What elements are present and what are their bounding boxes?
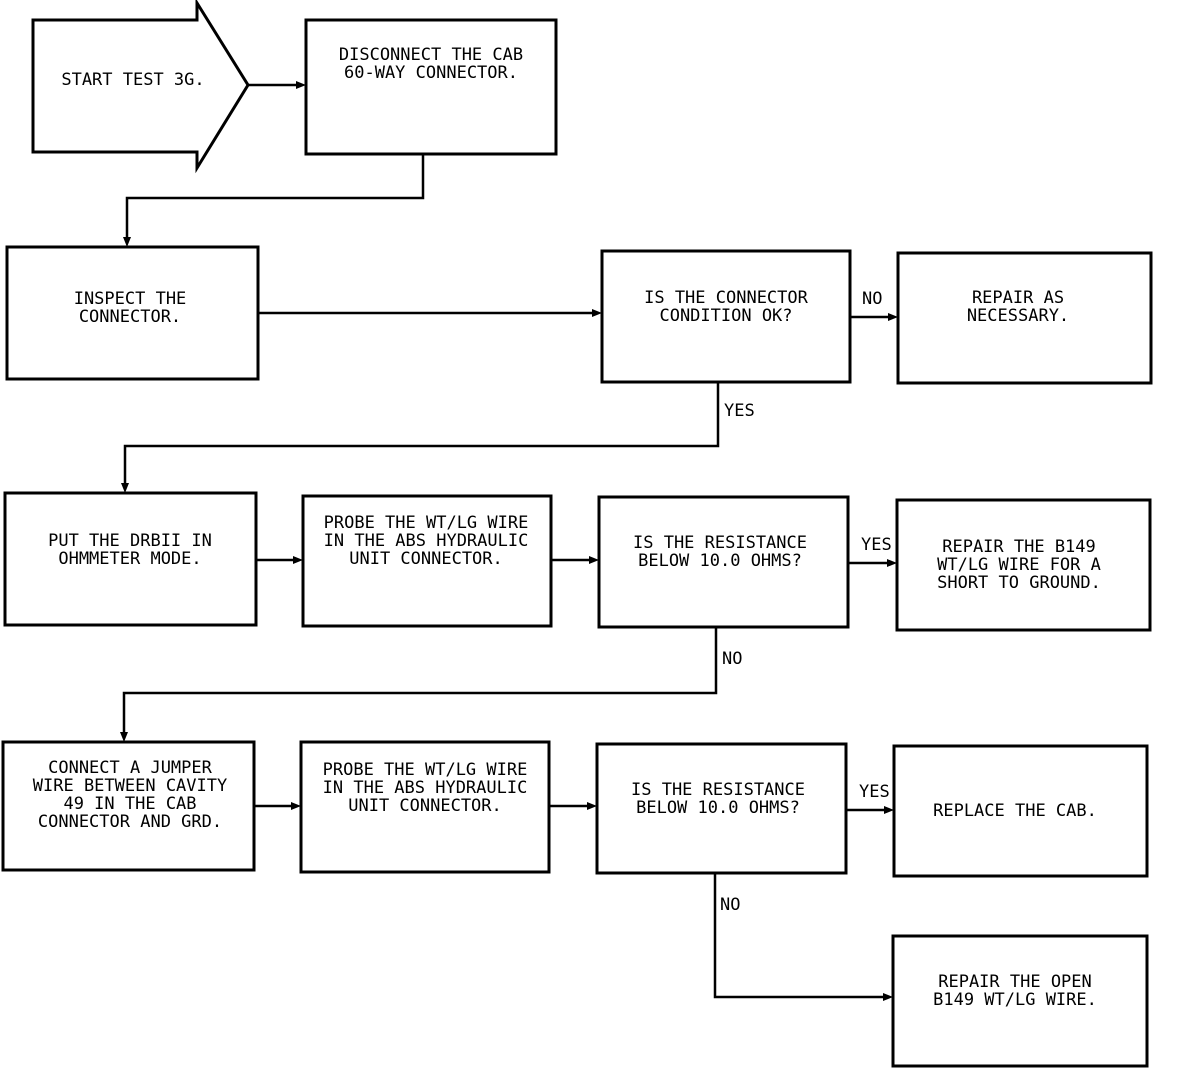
node-text-line: CONNECTOR. [79,307,181,327]
edge-label-q-connector-yes: YES [724,401,755,421]
edge-q-connector-yes [123,382,720,486]
arrowhead [293,556,303,564]
node-text: REPLACE THE CAB. [933,801,1097,821]
process-box [301,494,553,628]
process-box [892,744,1149,878]
process-box [5,245,260,381]
node-text-line: START TEST 3G. [61,70,204,90]
edge-label-q-res1-yes: YES [861,535,892,555]
arrowhead [883,993,893,1001]
node-text-line: BELOW 10.0 OHMS? [638,551,802,571]
arrowhead [120,732,128,742]
node-replace-cab: REPLACE THE CAB. [892,744,1149,878]
process-box [1,740,256,872]
process-box [895,498,1152,632]
node-text-line: NECESSARY. [967,306,1069,326]
node-text-line: REPLACE THE CAB. [933,801,1097,821]
process-box [3,491,258,627]
node-start: START TEST 3G. [31,0,250,174]
arrowhead [592,309,602,317]
node-text-line: B149 WT/LG WIRE. [933,990,1097,1010]
arrowhead [589,556,599,564]
process-box [299,740,551,874]
node-text-line: IN THE ABS HYDRAULIC [324,531,529,551]
node-text-line: REPAIR THE OPEN [938,972,1092,992]
node-text-line: IS THE CONNECTOR [644,288,809,308]
node-text-line: IS THE RESISTANCE [633,533,807,553]
edge-q-res1-no [122,627,718,735]
edge-label-q-res1-no: NO [722,649,742,669]
node-text-line: SHORT TO GROUND. [937,573,1101,593]
arrowhead [291,802,301,810]
arrowhead [123,237,131,247]
process-box [891,934,1149,1068]
edge-q-res2-no [713,873,887,999]
process-box [304,18,558,156]
edge-label-q-res2-yes: YES [859,782,890,802]
arrowhead [888,313,898,321]
decision-box [595,742,848,875]
node-text-line: REPAIR AS [972,288,1064,308]
node-text-line: CONDITION OK? [659,306,792,326]
node-text-line: CONNECTOR AND GRD. [38,812,222,832]
node-text-line: UNIT CONNECTOR. [349,549,503,569]
node-text-line: BELOW 10.0 OHMS? [636,798,800,818]
arrowhead [884,806,894,814]
arrowhead [587,802,597,810]
edge-label-q-res2-no: NO [720,895,740,915]
node-text-line: DISCONNECT THE CAB [339,45,523,65]
node-text-line: UNIT CONNECTOR. [348,796,502,816]
connectors [120,81,898,1001]
node-text-line: PUT THE DRBII IN [48,531,212,551]
node-text: START TEST 3G. [61,70,204,90]
edge-disconnect-to-inspect [125,154,425,240]
node-text-line: PROBE THE WT/LG WIRE [323,760,528,780]
edge-labels: NO YES YES NO YES NO [720,289,892,915]
decision-box [597,495,850,629]
decision-box [600,249,852,384]
arrowhead [296,81,306,89]
node-text-line: PROBE THE WT/LG WIRE [324,513,529,533]
node-text-line: 49 IN THE CAB [63,794,196,814]
arrowhead [887,559,897,567]
start-arrow-shape [31,0,250,174]
node-text-line: INSPECT THE [74,289,187,309]
node-text-line: IN THE ABS HYDRAULIC [323,778,528,798]
process-box [896,251,1153,385]
node-text-line: IS THE RESISTANCE [631,780,805,800]
node-text-line: WT/LG WIRE FOR A [937,555,1101,575]
node-text-line: WIRE BETWEEN CAVITY [33,776,227,796]
edge-label-q-connector-no: NO [862,289,882,309]
node-text-line: OHMMETER MODE. [58,549,201,569]
arrowhead [121,483,129,493]
node-text-line: REPAIR THE B149 [942,537,1096,557]
node-text-line: 60-WAY CONNECTOR. [344,63,518,83]
node-text-line: CONNECT A JUMPER [48,758,213,778]
